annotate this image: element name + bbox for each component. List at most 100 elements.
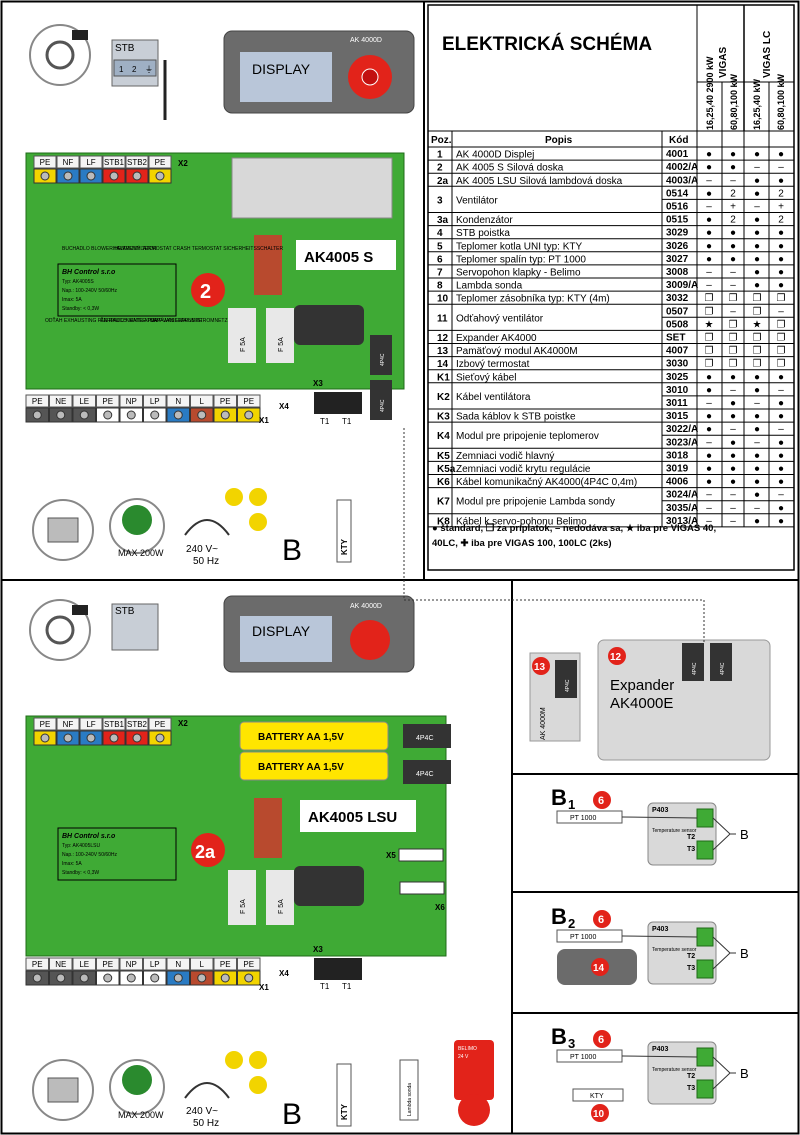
row-pos: 10 xyxy=(437,294,449,305)
p403-terminal xyxy=(696,840,714,860)
terminal-label-box xyxy=(96,957,120,971)
fan-hub xyxy=(45,615,75,645)
terminal-screw-head xyxy=(220,973,230,983)
row-mark: – xyxy=(730,516,736,527)
terminal-screw-head xyxy=(197,410,207,420)
fuse-label: F 5A xyxy=(278,337,285,352)
number-badge xyxy=(532,657,550,675)
row-mark: – xyxy=(778,490,784,501)
terminal-screw-head xyxy=(173,973,183,983)
display-text: DISPLAY xyxy=(252,61,311,77)
b-panel-label: B xyxy=(551,904,567,929)
row-mark: ❐ xyxy=(753,346,762,357)
t-label: T1 xyxy=(320,417,330,426)
row-mark: ❐ xyxy=(753,333,762,344)
row-mark: – xyxy=(730,267,736,278)
row-mark: – xyxy=(754,503,760,514)
terminal-label-box xyxy=(213,394,237,408)
row-mark: ● xyxy=(754,241,760,252)
row-desc: Izbový termostat xyxy=(456,359,530,370)
stb-pin: 2 xyxy=(132,65,137,74)
row-mark: ❐ xyxy=(729,346,738,357)
x1-label: X1 xyxy=(259,416,269,425)
relay-red xyxy=(254,235,282,295)
row-code: 0507 xyxy=(666,306,689,317)
row-pos: K7 xyxy=(437,497,450,508)
motor-label: MAX 200W xyxy=(118,1110,164,1120)
number-badge xyxy=(591,1104,609,1122)
terminal-label: LF xyxy=(86,158,95,167)
row-pos: 11 xyxy=(437,313,448,324)
connector-label: 4P4C xyxy=(720,662,726,675)
terminal-label: NE xyxy=(55,397,66,406)
terminal-label-box xyxy=(119,957,143,971)
motor-label: MAX 200W xyxy=(118,548,164,558)
terminal-label-box xyxy=(79,717,103,731)
mains-frequency: 50 Hz xyxy=(193,556,219,567)
row-mark: ● xyxy=(730,398,736,409)
company-line: Nap.: 100-240V 50/60Hz xyxy=(62,852,118,858)
b-output: B xyxy=(740,1066,749,1081)
terminal-label-box xyxy=(56,155,80,169)
x2-label: X2 xyxy=(178,159,188,168)
row-mark: ● xyxy=(754,477,760,488)
memory-module-label: AK 4000M xyxy=(540,707,547,740)
t2-label: T2 xyxy=(687,1073,695,1080)
row-mark: 2 xyxy=(778,215,784,226)
terminal-screw-head xyxy=(244,973,254,983)
expander-panel: AK 4000M Expander AK4000E 4P4C 4P4C 4P4C… xyxy=(403,428,771,761)
row-mark: – xyxy=(730,280,736,291)
output-wire xyxy=(712,817,736,851)
power-col-1: 16,25,40 2900 kW xyxy=(705,56,715,130)
row-mark: – xyxy=(706,398,712,409)
row-mark: – xyxy=(778,162,784,173)
row-code: 3025 xyxy=(666,372,689,383)
terminal-screw-head xyxy=(126,973,136,983)
number-badge xyxy=(191,273,225,307)
terminal-label-box xyxy=(119,394,143,408)
terminal-screw-head xyxy=(56,410,66,420)
terminal-label: NE xyxy=(55,960,66,969)
terminal-label: LF xyxy=(86,720,95,729)
ground-icon xyxy=(249,513,267,531)
row-mark: – xyxy=(706,175,712,186)
row-mark: ● xyxy=(706,372,712,383)
mains-frequency: 50 Hz xyxy=(193,1118,219,1129)
board-name-plate xyxy=(296,240,396,270)
row-mark: 2 xyxy=(778,188,784,199)
row-mark: ● xyxy=(754,411,760,422)
pt1000-label: PT 1000 xyxy=(570,815,596,822)
badge-number: 6 xyxy=(598,795,604,807)
schema-title: ELEKTRICKÁ SCHÉMA xyxy=(442,33,652,55)
terminal-label-box xyxy=(213,957,237,971)
mains-plug-icon xyxy=(184,1082,230,1099)
kty-sensor xyxy=(336,1063,352,1127)
row-mark: – xyxy=(706,202,712,213)
row-pos: 6 xyxy=(437,254,443,265)
row-code: 3029 xyxy=(666,228,689,239)
col-desc: Popis xyxy=(545,135,573,146)
row-mark: ● xyxy=(706,188,712,199)
row-mark: ❐ xyxy=(705,333,714,344)
fuse-label: F 5A xyxy=(240,337,247,352)
kty-sensor xyxy=(572,1088,624,1102)
connector-4p4c xyxy=(682,643,704,681)
stb-fuse-body xyxy=(111,603,159,651)
terminal-label-box xyxy=(125,155,149,169)
terminal-label: L xyxy=(200,397,205,406)
company-line: Standby: < 0,3W xyxy=(62,870,99,876)
row-mark: ● xyxy=(730,411,736,422)
row-mark: ❐ xyxy=(777,333,786,344)
row-mark: ❐ xyxy=(753,359,762,370)
row-code: 0516 xyxy=(666,202,689,213)
t-terminal-block xyxy=(314,958,362,980)
row-pos: K6 xyxy=(437,477,450,488)
row-desc: Kábel ventilátora xyxy=(456,392,531,403)
terminal-label-box xyxy=(49,957,73,971)
row-code: 3030 xyxy=(666,359,689,370)
row-mark: ● xyxy=(778,477,784,488)
row-mark: ● xyxy=(730,477,736,488)
row-mark: ● xyxy=(778,411,784,422)
terminal-label: PE xyxy=(155,158,166,167)
